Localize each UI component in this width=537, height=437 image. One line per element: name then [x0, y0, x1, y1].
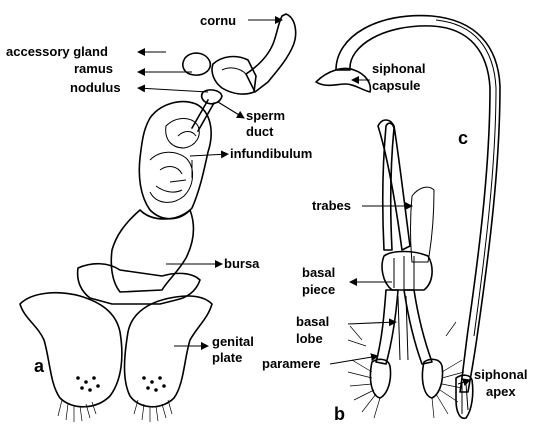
label-apex: apex — [486, 384, 516, 399]
paramere-right — [421, 358, 444, 399]
label-genital: genital — [212, 334, 254, 349]
label-accessory-gland: accessory gland — [6, 44, 108, 59]
plate-bristles — [57, 399, 173, 422]
label-cornu: cornu — [200, 13, 236, 28]
label-basal-lobe-1: basal — [296, 314, 329, 329]
label-duct: duct — [246, 124, 274, 139]
basal-piece-shape — [381, 250, 433, 291]
label-capsule: capsule — [372, 78, 420, 93]
label-infundibulum: infundibulum — [230, 146, 312, 161]
label-nodulus: nodulus — [70, 80, 121, 95]
ramus-shape — [211, 55, 257, 95]
siphon-shape — [335, 14, 501, 393]
cornu-shape — [245, 13, 297, 93]
sperm-duct-shape — [191, 99, 215, 132]
panel-label-b: b — [334, 404, 345, 424]
siphonal-capsule-shape — [315, 67, 372, 93]
paramere-bristles — [347, 321, 465, 419]
basal-lobe-left — [375, 289, 399, 365]
genital-plate-left — [19, 291, 123, 408]
label-plate: plate — [212, 350, 242, 365]
accessory-gland-shape — [182, 52, 212, 76]
siphonal-apex-shape — [455, 374, 474, 420]
label-siphonal-capsule-1: siphonal — [372, 61, 425, 76]
label-paramere: paramere — [262, 356, 321, 371]
stippled-membrane — [410, 186, 435, 263]
panel-a-drawing — [19, 13, 297, 422]
label-lobe: lobe — [296, 331, 323, 346]
bursa-shape — [110, 209, 195, 293]
label-basal-piece-1: basal — [302, 265, 335, 280]
label-trabes: trabes — [312, 198, 351, 213]
panel-b-drawing — [347, 119, 465, 419]
leader-arrows — [137, 16, 471, 387]
labels: cornu accessory gland ramus nodulus sper… — [6, 13, 527, 424]
genital-plate-right — [123, 295, 213, 408]
paramere-left — [369, 358, 392, 399]
panel-label-c: c — [458, 128, 468, 148]
label-sperm: sperm — [246, 108, 285, 123]
label-siphonal-apex-1: siphonal — [474, 367, 527, 382]
label-piece: piece — [302, 282, 335, 297]
panel-c-drawing — [315, 14, 501, 420]
panel-label-a: a — [34, 356, 45, 376]
label-ramus: ramus — [74, 61, 113, 76]
infundibulum-shape — [138, 100, 212, 220]
label-bursa: bursa — [224, 256, 260, 271]
basal-lobe-right — [403, 289, 433, 365]
